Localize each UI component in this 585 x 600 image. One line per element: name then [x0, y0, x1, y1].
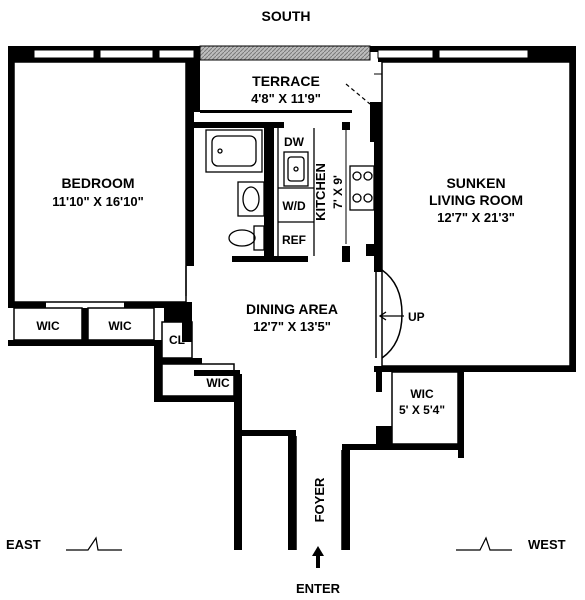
entry-arrow-icon	[312, 546, 324, 568]
bedroom-name: BEDROOM	[61, 175, 134, 191]
living-name-1: SUNKEN	[446, 175, 505, 191]
break-markers	[66, 536, 512, 551]
burner-icon	[352, 171, 362, 181]
enter-label: ENTER	[296, 581, 341, 596]
dining-name: DINING AREA	[246, 301, 338, 317]
compass-south: SOUTH	[262, 8, 311, 24]
wd-label: W/D	[282, 199, 306, 213]
kitchen-sink	[283, 151, 309, 187]
bathroom-sink	[237, 181, 265, 217]
living-dims: 12'7" X 21'3"	[437, 210, 515, 225]
foyer-name: FOYER	[312, 477, 327, 522]
up-label: UP	[408, 310, 425, 324]
bathroom-fixtures	[205, 129, 265, 251]
terrace-railing	[199, 45, 371, 61]
burner-icon	[363, 193, 373, 203]
stove	[349, 165, 375, 211]
dw-label: DW	[284, 135, 305, 149]
cl-label: CL	[169, 333, 185, 347]
walls	[8, 46, 576, 550]
wic-2-label: WIC	[108, 319, 132, 333]
kitchen-fixtures	[277, 128, 375, 256]
ref-label: REF	[282, 233, 306, 247]
wall-outlines	[13, 61, 571, 550]
compass-east: EAST	[6, 537, 41, 552]
terrace-door-swing	[345, 83, 371, 105]
labels: SOUTH EAST WEST ENTER TERRACE 4'8" X 11'…	[6, 8, 566, 596]
wic-1-label: WIC	[36, 319, 60, 333]
compass-west: WEST	[528, 537, 566, 552]
wic-3-label: WIC	[206, 376, 230, 390]
burner-icon	[363, 171, 373, 181]
bathtub	[205, 129, 263, 173]
living-room-steps	[375, 269, 403, 359]
bedroom-dims: 11'10" X 16'10"	[52, 194, 144, 209]
windows	[33, 49, 529, 75]
toilet-tank	[253, 225, 265, 251]
toilet-bowl	[228, 229, 256, 247]
dining-dims: 12'7" X 13'5"	[253, 319, 331, 334]
up-arrow-icon	[378, 311, 404, 321]
kitchen-dims: 7' X 9'	[331, 175, 345, 209]
wic-west-dims: 5' X 5'4"	[399, 403, 445, 417]
kitchen-name: KITCHEN	[313, 163, 328, 221]
wic-west-name: WIC	[410, 387, 434, 401]
terrace-name: TERRACE	[252, 73, 320, 89]
terrace-dims: 4'8" X 11'9"	[251, 91, 321, 106]
burner-icon	[352, 193, 362, 203]
living-name-2: LIVING ROOM	[429, 192, 523, 208]
